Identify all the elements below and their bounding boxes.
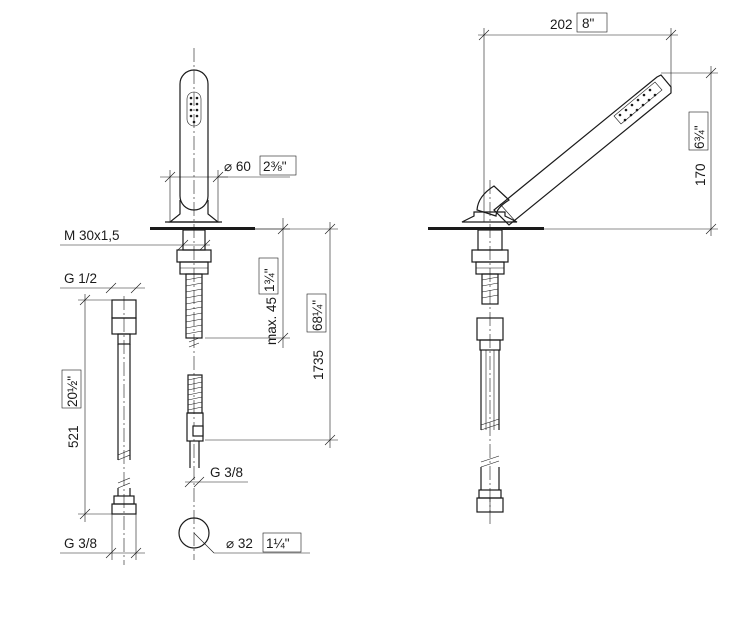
dim-m30: M 30x1,5 [60,228,211,251]
dim-dia60: ⌀ 60 2⅜" [160,155,297,222]
dim-max45: max. 45 1¾" [205,218,290,348]
dim-521: 521 20½" [61,294,112,522]
dia60-inch-label: 2⅜" [263,159,287,174]
threaded-shank [185,273,203,339]
g38-low-label: G 3/8 [64,536,97,551]
l1735-inch-label: 68¼" [310,300,325,331]
max45-inch-label: 1¾" [262,268,277,292]
dim-g12: G 1/2 [60,271,145,294]
g12-label: G 1/2 [64,271,97,286]
holder-rosette [150,200,255,275]
dim-dia32: ⌀ 32 1¼" [193,532,310,554]
side-hoses [476,180,504,525]
dia60-label: ⌀ 60 [224,159,251,174]
g38-mid-label: G 3/8 [210,465,243,480]
dim-g38-mid: G 3/8 [184,465,248,488]
l1735-label: 1735 [311,350,326,380]
angled-hand-shower [493,74,672,226]
dim-202: 202 8" [478,12,678,222]
swivel-joint [476,185,510,217]
dia32-inch-label: 1¼" [266,536,290,551]
h170-inch-label: 6¾" [692,125,707,149]
w202-label: 202 [550,17,573,32]
l521-label: 521 [66,425,81,448]
m30-label: M 30x1,5 [64,228,120,243]
hose-section [186,48,204,560]
connection-hose [111,296,137,565]
front-view [150,48,255,560]
side-base [428,211,544,305]
l521-inch-label: 20½" [65,376,80,407]
dim-1735: 1735 68¼" [205,222,338,448]
dim-170: 170 6¾" [544,66,718,236]
side-view [428,74,672,525]
h170-label: 170 [693,163,708,186]
w202-inch-label: 8" [582,16,595,31]
dia32-label: ⌀ 32 [226,536,253,551]
max45-label: max. 45 [264,297,279,345]
section-circle [178,517,210,549]
dim-g38-low: G 3/8 [60,514,145,560]
